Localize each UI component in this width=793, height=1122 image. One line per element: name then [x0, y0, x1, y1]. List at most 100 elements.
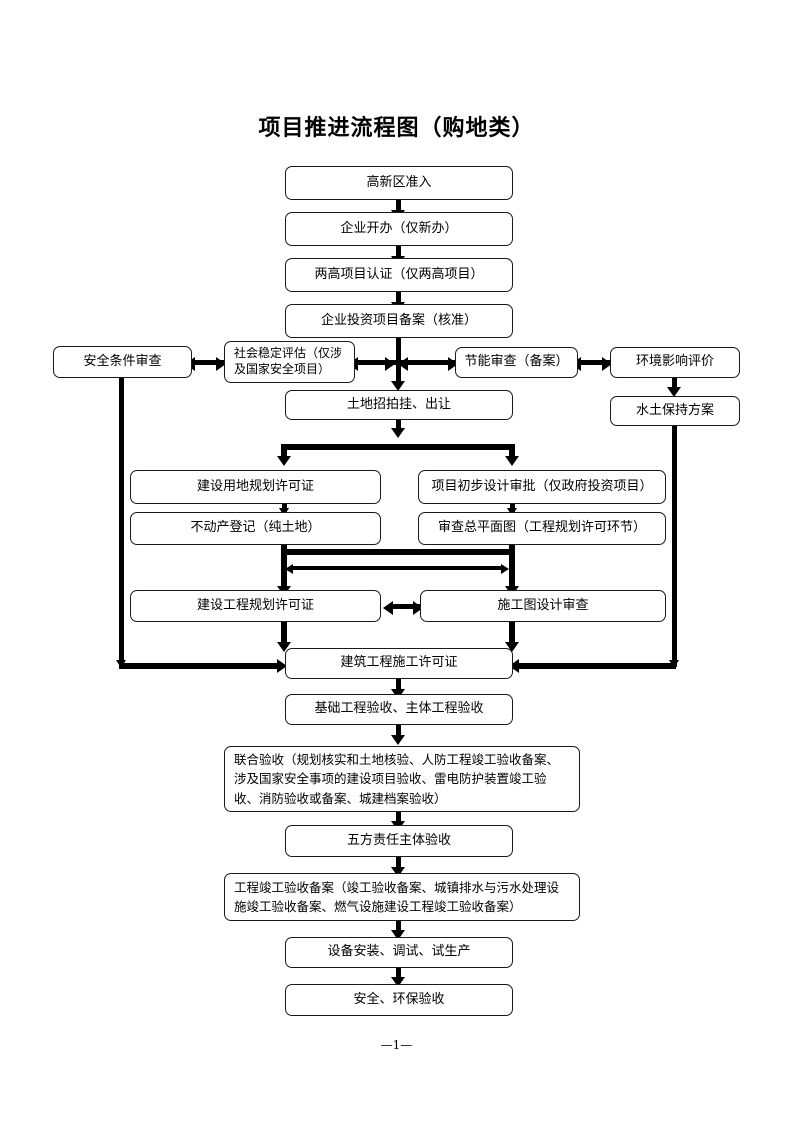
connector-n20-n21 — [396, 857, 401, 871]
arrowhead-split-right — [505, 456, 519, 466]
node-anquan-tiaojian-shencha[interactable]: 安全条件审查 — [53, 346, 192, 378]
node-label: 环境影响评价 — [635, 354, 714, 370]
arrowhead-n16-to-n15 — [383, 601, 393, 615]
node-qiye-touzi-xiangmu-beian[interactable]: 企业投资项目备案（核准） — [285, 304, 513, 338]
node-label: 设备安装、调试、试生产 — [327, 944, 471, 960]
connector-n02-n03 — [396, 245, 401, 259]
connector-n07-n08 — [578, 360, 610, 365]
node-anquan-huanbao-yanshou[interactable]: 安全、环保验收 — [285, 984, 513, 1016]
node-lianhe-yanshou[interactable]: 联合验收（规划核实和土地核验、人防工程竣工验收备案、涉及国家安全事项的建设项目验… — [224, 746, 580, 812]
node-label: 企业开办（仅新办） — [340, 220, 458, 236]
arrowhead-spine-to-n07 — [448, 357, 458, 371]
split-right-drop — [509, 444, 515, 460]
connector-n12-n14 — [510, 503, 515, 512]
arrowhead-crosslink-left — [285, 564, 293, 574]
arrowhead-n07-to-spine — [398, 357, 408, 371]
arrowhead-n09-down — [391, 428, 405, 438]
arrowhead-split-left — [277, 456, 291, 466]
node-qiye-kaiban[interactable]: 企业开办（仅新办） — [285, 212, 513, 246]
node-label: 节能审查（备案） — [464, 354, 569, 370]
connector-n11-n13 — [282, 503, 287, 512]
node-label: 建设工程规划许可证 — [196, 597, 314, 613]
crosslink-columns — [292, 566, 504, 570]
connector-n19-n20 — [396, 812, 401, 825]
node-gongcheng-jungong-yanshou-beian[interactable]: 工程竣工验收备案（竣工验收备案、城镇排水与污水处理设施竣工验收备案、燃气设施建设… — [224, 873, 580, 921]
connector-n15-n17 — [281, 622, 287, 646]
merge-bar-columns — [281, 549, 515, 555]
right-rail-vertical — [672, 424, 677, 667]
node-shebei-anzhuang-tiaoshi-shishengchan[interactable]: 设备安装、调试、试生产 — [285, 937, 513, 968]
connector-n18-n19 — [396, 725, 401, 739]
node-label: 项目初步设计审批（仅政府投资项目） — [431, 478, 653, 494]
node-label: 土地招拍挂、出让 — [346, 396, 451, 412]
node-jieneng-shencha[interactable]: 节能审查（备案） — [455, 347, 578, 378]
node-budongchan-dengji[interactable]: 不动产登记（纯土地） — [130, 512, 381, 545]
arrowhead-n20-n21 — [391, 867, 405, 877]
node-label: 工程竣工验收备案（竣工验收备案、城镇排水与污水处理设施竣工验收备案、燃气设施建设… — [234, 879, 560, 914]
node-shuitu-baochi-fangan[interactable]: 水土保持方案 — [610, 396, 740, 426]
page-number: —1— — [380, 1038, 413, 1052]
arrowhead-n16-n17 — [505, 642, 519, 652]
arrowhead-right-rail-to-n17 — [509, 659, 519, 673]
node-label: 不动产登记（纯土地） — [190, 520, 321, 536]
left-rail-vertical — [119, 377, 124, 667]
left-rail-horizontal — [119, 663, 282, 669]
connector-n05-n06 — [192, 360, 224, 365]
node-jianzhu-gongcheng-shigong-xukezheng[interactable]: 建筑工程施工许可证 — [285, 648, 513, 679]
right-rail-horizontal — [516, 663, 676, 669]
node-xiangmu-chubu-sheji-shenpi[interactable]: 项目初步设计审批（仅政府投资项目） — [418, 470, 666, 504]
connector-spine-n07 — [400, 360, 455, 365]
node-huanjing-yingxiang-pingjia[interactable]: 环境影响评价 — [610, 347, 740, 378]
split-bar-to-columns — [281, 444, 515, 450]
connector-n15-n16 — [390, 604, 420, 609]
node-label: 高新区准入 — [366, 174, 432, 190]
node-label: 施工图设计审查 — [497, 597, 589, 613]
node-label: 两高项目认证（仅两高项目） — [314, 266, 484, 282]
node-label: 安全、环保验收 — [353, 991, 445, 1007]
node-jianshe-gongcheng-guihua-xukezheng[interactable]: 建设工程规划许可证 — [130, 590, 381, 622]
connector-n01-n02 — [396, 199, 401, 213]
connector-n22-n23 — [396, 968, 401, 981]
node-label: 联合验收（规划核实和土地核验、人防工程竣工验收备案、涉及国家安全事项的建设项目验… — [234, 751, 560, 806]
node-jichu-zhuti-gongcheng-yanshou[interactable]: 基础工程验收、主体工程验收 — [285, 694, 513, 725]
node-label: 社会稳定评估（仅涉及国家安全项目） — [234, 346, 343, 376]
node-label: 水土保持方案 — [635, 402, 714, 418]
arrowhead-n22-n23 — [391, 977, 405, 987]
node-lianggao-xiangmu-renzheng[interactable]: 两高项目认证（仅两高项目） — [285, 258, 513, 292]
page-title: 项目推进流程图（购地类） — [258, 115, 535, 141]
arrowhead-n15-to-n16 — [413, 601, 423, 615]
merge-left-drop — [281, 549, 287, 591]
arrowhead-n18-n19 — [391, 735, 405, 745]
merge-right-drop — [509, 549, 515, 591]
connector-n08-n10 — [672, 377, 677, 390]
arrowhead-n04-n09 — [391, 381, 405, 391]
arrowhead-n21-n22 — [391, 930, 405, 940]
node-label: 企业投资项目备案（核准） — [320, 312, 477, 328]
node-label: 建筑工程施工许可证 — [340, 655, 458, 671]
arrowhead-n15-n17 — [277, 642, 291, 652]
arrowhead-n08-n10 — [667, 387, 681, 397]
arrowhead-left-rail-to-n17 — [277, 659, 287, 673]
node-wufang-zeren-zhuti-yanshou[interactable]: 五方责任主体验收 — [285, 825, 513, 857]
connector-n03-n04 — [396, 291, 401, 305]
node-shigongtu-sheji-shencha[interactable]: 施工图设计审查 — [420, 590, 666, 622]
node-label: 五方责任主体验收 — [346, 832, 451, 848]
connector-n06-spine — [355, 360, 397, 365]
arrowhead-n07-to-n08 — [602, 357, 612, 371]
node-jianshe-yongdi-guihua-xukezheng[interactable]: 建设用地规划许可证 — [130, 470, 381, 504]
node-label: 建设用地规划许可证 — [196, 478, 314, 494]
split-left-drop — [281, 444, 287, 460]
connector-n09-down — [396, 418, 401, 432]
node-shencha-zongpingmiantu[interactable]: 审查总平面图（工程规划许可环节） — [418, 512, 666, 545]
node-label: 审查总平面图（工程规划许可环节） — [437, 520, 646, 536]
arrowhead-n05-to-n06 — [216, 357, 226, 371]
node-shehui-wending-pinggu[interactable]: 社会稳定评估（仅涉及国家安全项目） — [224, 341, 355, 383]
arrowhead-n06-to-spine — [385, 357, 395, 371]
connector-n21-n22 — [396, 921, 401, 934]
node-label: 安全条件审查 — [83, 353, 162, 369]
node-tudi-zhaopaigua-churang[interactable]: 土地招拍挂、出让 — [285, 390, 513, 420]
arrowhead-crosslink-right — [501, 564, 509, 574]
node-gaoxinqu-zhunru[interactable]: 高新区准入 — [285, 166, 513, 200]
connector-n16-n17 — [509, 622, 515, 646]
